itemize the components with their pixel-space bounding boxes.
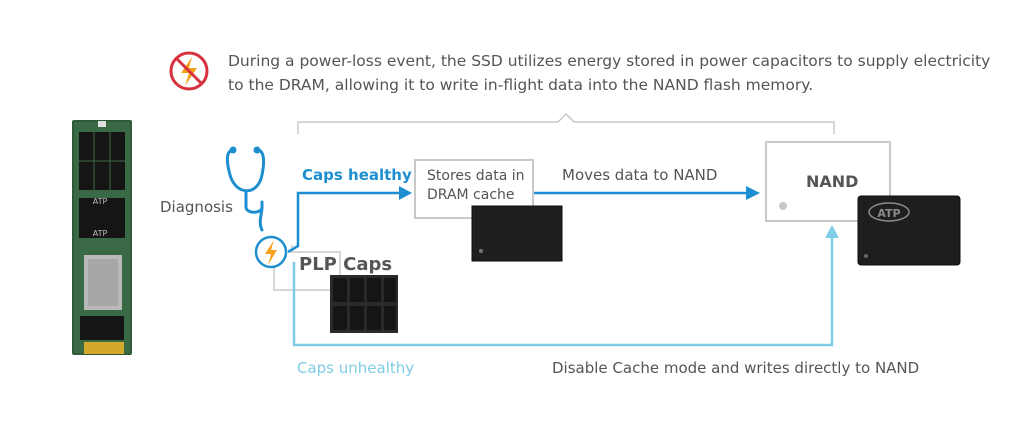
dram-chip-image	[471, 205, 563, 262]
ssd-module-image	[72, 120, 132, 355]
stethoscope-icon	[225, 146, 266, 232]
diagnosis-label: Diagnosis	[160, 198, 233, 216]
no-power-icon	[169, 51, 209, 91]
top-bracket	[297, 112, 835, 134]
moves-arrow	[534, 186, 760, 200]
intro-text: During a power-loss event, the SSD utili…	[228, 49, 998, 97]
plp-caps-label: PLP Caps	[299, 254, 393, 275]
caps-healthy-label: Caps healthy	[302, 166, 412, 184]
bolt-icon	[254, 235, 288, 269]
dram-cache-label-line-2: DRAM cache	[427, 187, 515, 203]
ssd-atp-label-1: ATP	[93, 197, 108, 206]
caps-healthy-arrow	[287, 186, 412, 254]
nand-chip-image	[857, 195, 961, 266]
nand-label: NAND	[806, 172, 859, 191]
intro-line-1: During a power-loss event, the SSD utili…	[228, 52, 991, 70]
ssd-atp-label-2: ATP	[93, 229, 108, 238]
plp-caps-chip-image	[330, 275, 398, 333]
intro-line-2: to the DRAM, allowing it to write in-fli…	[228, 76, 814, 94]
dram-cache-label: Stores data in DRAM cache	[427, 167, 537, 205]
moves-data-label: Moves data to NAND	[562, 166, 718, 184]
dram-cache-label-line-1: Stores data in	[427, 168, 525, 184]
nand-chip-atp-label: ATP	[877, 207, 900, 220]
caps-unhealthy-label: Caps unhealthy	[297, 359, 415, 377]
caps-unhealthy-arrow	[292, 225, 839, 347]
disable-cache-label: Disable Cache mode and writes directly t…	[552, 359, 920, 377]
